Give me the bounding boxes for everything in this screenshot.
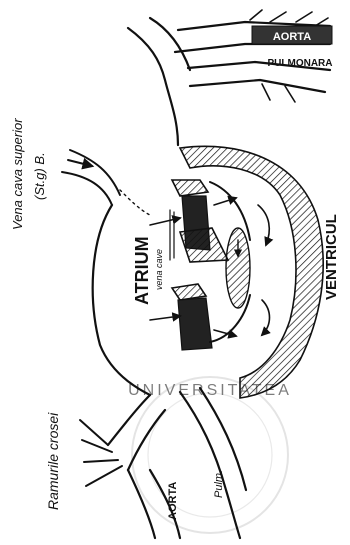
ventricle-wall: VENTRICUL bbox=[180, 146, 340, 398]
vena-cava-note: (St.g) B. bbox=[32, 152, 47, 200]
vena-cava-superior: Vena cava superior (St.g) B. bbox=[10, 118, 120, 230]
aorta-bottom-label: AORTA bbox=[167, 482, 179, 520]
pulmonara-label: PULMONARA bbox=[268, 58, 333, 69]
aorta-top-label: AORTA bbox=[273, 31, 311, 43]
vena-cava-inner-label: vena cave bbox=[154, 249, 164, 290]
flow-arrows bbox=[150, 198, 270, 336]
upper-vessels: AORTA PULMONARA bbox=[128, 10, 333, 145]
pulm-bottom-label: Pulm. bbox=[213, 470, 225, 498]
ventricul-label: VENTRICUL bbox=[323, 214, 340, 300]
ramurile-crosei-label: Ramurile crosei bbox=[45, 412, 61, 510]
atrium-label: ATRIUM bbox=[132, 236, 152, 305]
watermark-seal: UNIVERSITATEA bbox=[128, 377, 292, 533]
atrium: ATRIUM vena cave bbox=[93, 190, 174, 395]
vena-cava-superior-label: Vena cava superior bbox=[10, 118, 25, 230]
